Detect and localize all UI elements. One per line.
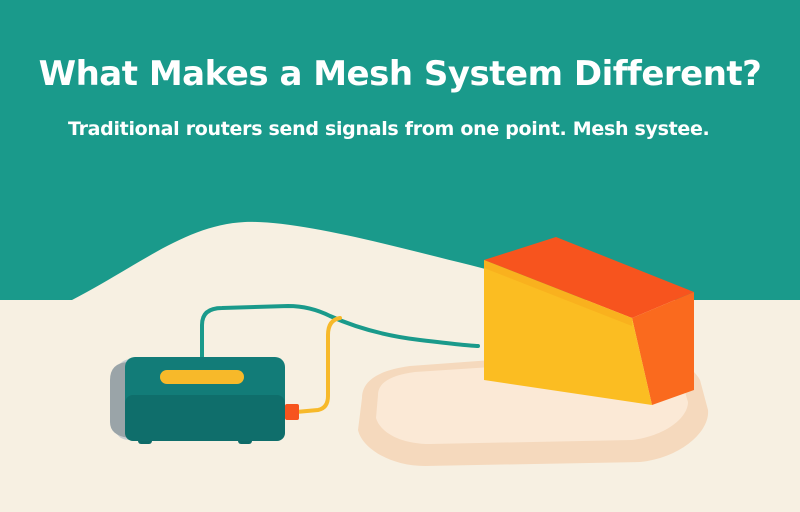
router-indicator-light [160, 370, 244, 384]
router-port [285, 404, 299, 420]
subheadline: Traditional routers send signals from on… [68, 118, 710, 140]
headline: What Makes a Mesh System Different? [38, 54, 762, 94]
yellow-network-cable [294, 316, 342, 414]
router-icon [110, 357, 299, 444]
cream-hill [0, 221, 520, 300]
teal-network-cable [200, 303, 480, 364]
mesh-node-icon [484, 237, 694, 405]
